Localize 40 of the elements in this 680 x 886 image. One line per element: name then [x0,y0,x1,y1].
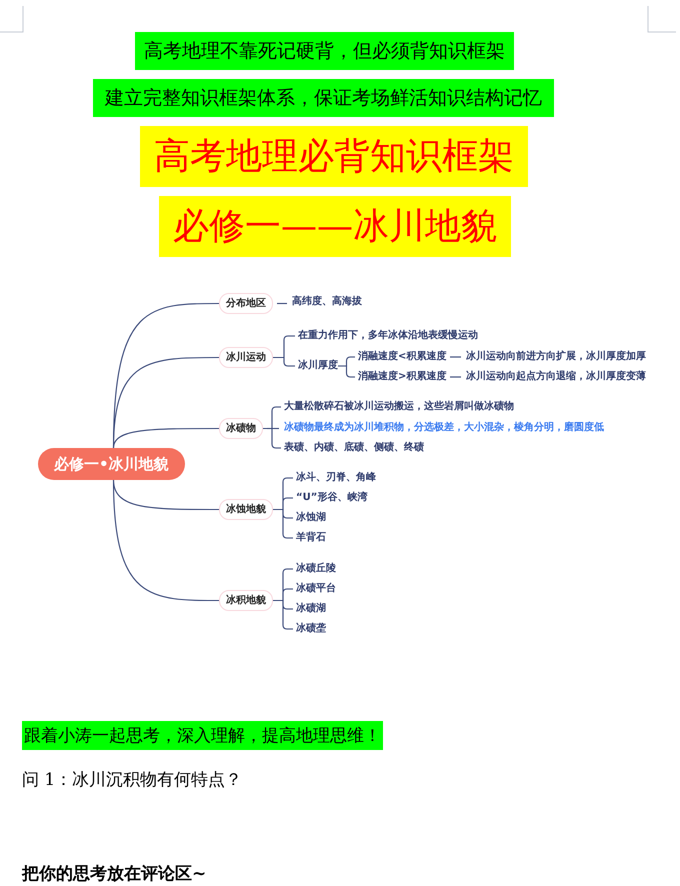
topic-text: 冰蚀湖 [296,511,326,525]
connector-line [273,600,293,630]
topic-text: 大量松散碎石被冰川运动搬运，这些岩屑叫做冰碛物 [284,400,514,414]
connector-line [277,302,287,304]
topic-text: 冰川运动向起点方向退缩，冰川厚度变薄 [466,370,646,384]
topic-text: 冰碛垄 [296,622,326,636]
connector-line [112,480,219,602]
topic-text: 冰川厚度 [298,359,338,373]
topic-text: 表碛、内碛、底碛、侧碛、终碛 [284,441,424,455]
topic-text: 冰碛物最终成为冰川堆积物，分选极差，大小混杂，棱角分明，磨圆度低 [284,421,604,435]
topic-text: 冰碛平台 [296,582,336,596]
topic-text: 消融速度>积累速度 [358,370,446,384]
topic-text: 冰川运动向前进方向扩展，冰川厚度加厚 [466,350,646,364]
branch-topic: 冰蚀地貌 [219,498,273,520]
branch-topic: 分布地区 [219,292,273,314]
branch-topic: 冰碛物 [219,418,263,438]
heading-banner: 必修一——冰川地貌 [159,196,511,257]
topic-text: 高纬度、高海拔 [292,295,362,309]
branch-topic: 冰积地貌 [219,590,273,610]
connector-line [450,356,461,358]
subtitle-banner: 高考地理不靠死记硬背，但必须背知识框架 [135,32,514,70]
central-topic: 必修一•冰川地貌 [38,448,185,480]
branch-topic: 冰川运动 [219,346,273,368]
topic-text: 冰碛湖 [296,602,326,616]
topic-text: 羊背石 [296,531,326,545]
subtitle-banner: 建立完整知识框架体系，保证考场鲜活知识结构记忆 [93,79,554,117]
comment-prompt-text: 把你的思考放在评论区~ [22,863,206,885]
connector-line [263,428,281,449]
topic-text: “U”形谷、峡湾 [296,491,368,505]
title-banner: 高考地理必背知识框架 [140,126,528,187]
topic-text: 冰碛丘陵 [296,562,336,576]
topic-text: 冰斗、刃脊、角峰 [296,471,376,485]
question-text: 问 1：冰川沉积物有何特点？ [22,769,242,791]
connector-line [273,356,295,367]
connector-line [273,508,293,539]
connector-line [112,428,219,448]
connector-line [450,376,461,378]
call-to-action-banner: 跟着小涛一起思考，深入理解，提高地理思维！ [22,721,383,750]
topic-text: 在重力作用下，多年冰体沿地表缓慢运动 [298,329,478,343]
topic-text: 消融速度<积累速度 [358,350,446,364]
